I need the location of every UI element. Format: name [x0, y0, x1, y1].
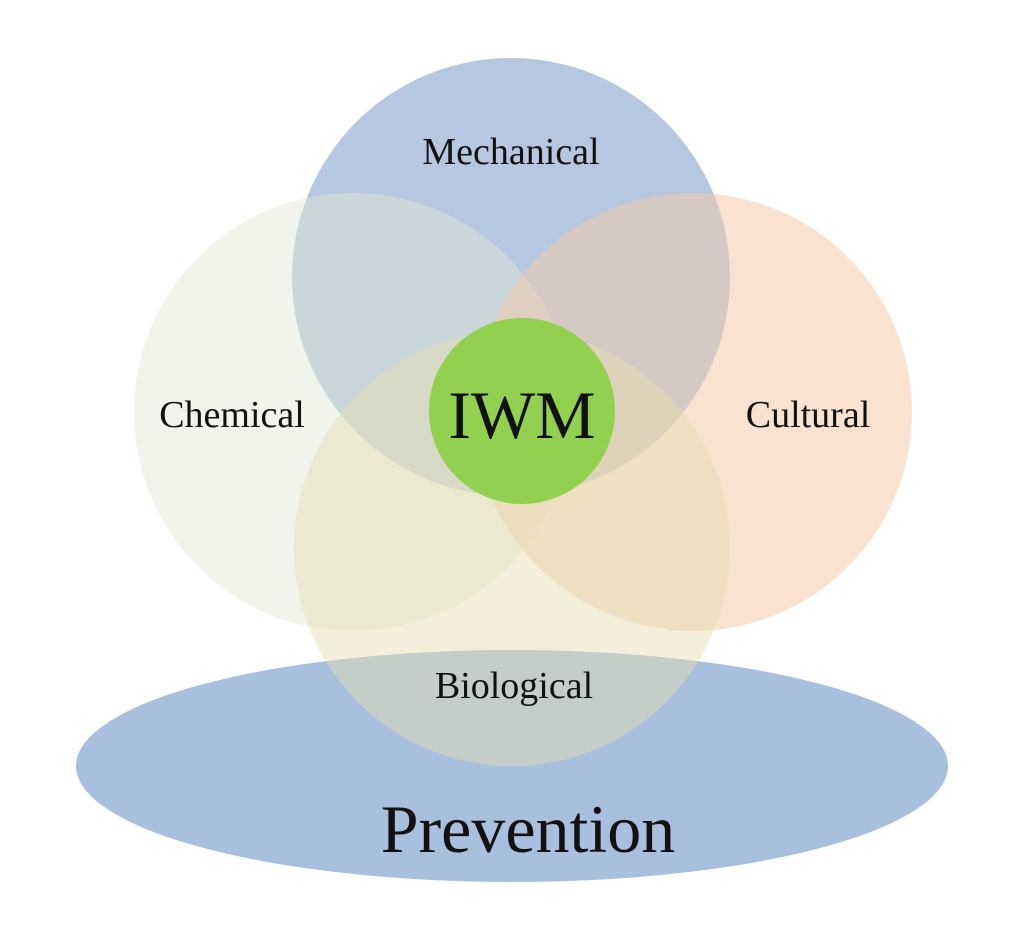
chemical-label: Chemical — [159, 394, 305, 436]
cultural-circle — [474, 193, 912, 631]
mechanical-label: Mechanical — [422, 131, 599, 173]
prevention-ellipse — [76, 650, 948, 882]
chemical-circle — [134, 193, 572, 631]
cultural-label: Cultural — [746, 394, 871, 436]
iwm-label: IWM — [448, 377, 595, 453]
biological-circle — [294, 330, 730, 766]
iwm-center-circle — [429, 318, 615, 504]
biological-label: Biological — [435, 665, 593, 707]
prevention-label: Prevention — [381, 791, 676, 867]
